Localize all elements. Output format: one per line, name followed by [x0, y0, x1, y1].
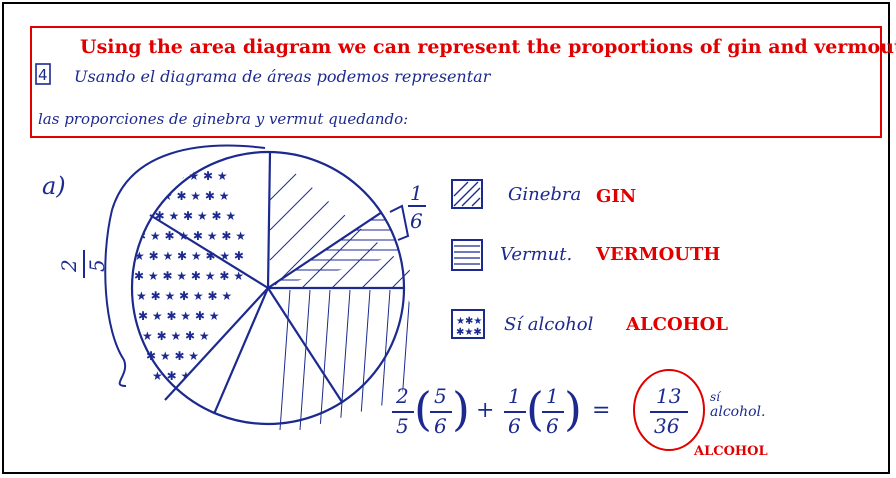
- pie-remaining-hatching: [279, 289, 411, 430]
- bracket-two-fifths: [104, 144, 266, 387]
- problem-number: 4: [38, 66, 48, 84]
- eq-c-denominator: 6: [508, 414, 521, 438]
- bracket-one-sixth: [389, 204, 410, 241]
- eq-a-numerator: 2: [396, 384, 409, 408]
- page-frame: [2, 2, 890, 474]
- legend-alcohol-handwritten: Sí alcohol: [504, 314, 594, 335]
- legend-vermouth-handwritten: Vermut.: [500, 244, 573, 265]
- pie-vermouth-hatching: [268, 219, 400, 281]
- equation: 2 5 ( 5 6 ) + 1 6 ( 1 6 ) = 13 36: [392, 384, 722, 444]
- legend-gin-swatch: [451, 179, 483, 209]
- eq-result-numerator: 13: [656, 384, 682, 408]
- part-label: a): [42, 172, 66, 200]
- fraction-two-fifths: 2 5: [57, 250, 109, 278]
- handwritten-line-1: Usando el diagrama de áreas podemos repr…: [74, 67, 492, 86]
- svg-text:★ ✱ ★ ✱ ★: ★ ✱ ★ ✱ ★: [160, 169, 228, 183]
- svg-text:★ ✱ ★ ✱ ★ ✱ ★: ★ ✱ ★ ✱ ★ ✱ ★: [136, 289, 232, 303]
- fraction-one-sixth: 1 6: [408, 181, 426, 233]
- eq-note-line1: sí: [710, 390, 720, 404]
- legend-gin-handwritten: Ginebra: [508, 184, 582, 205]
- svg-text:★✱★: ★✱★: [456, 316, 482, 327]
- pie-slice-borders: [130, 150, 406, 426]
- svg-text:6: 6: [410, 209, 423, 233]
- area-pie-diagram: ★ ✱ ★ ✱ ★ ✱ ★ ✱ ★ ✱ ★ ★ ✱ ★ ✱ ★ ✱ ★ ✱ ★ …: [104, 144, 411, 430]
- eq-result-denominator: 36: [654, 414, 680, 438]
- eq-d-denominator: 6: [546, 414, 559, 438]
- eq-b-numerator: 5: [434, 384, 447, 408]
- svg-text:2: 2: [57, 259, 81, 273]
- legend-alcohol-swatch: ★✱★ ✱★✱: [451, 309, 485, 339]
- problem-number-box: [35, 63, 51, 85]
- handwritten-line-2: las proporciones de ginebra y vermut que…: [38, 110, 408, 128]
- eq-d-numerator: 1: [546, 384, 559, 408]
- eq-alcohol-label: ALCOHOL: [694, 444, 768, 459]
- eq-b-denominator: 6: [434, 414, 447, 438]
- svg-text:✱ ★ ✱ ★ ✱ ★ ✱ ★: ✱ ★ ✱ ★ ✱ ★ ✱ ★: [134, 269, 244, 283]
- svg-text:5: 5: [85, 259, 109, 272]
- translation-banner: [30, 26, 882, 138]
- svg-text:★ ✱ ★: ★ ✱ ★: [152, 369, 191, 383]
- svg-text:✱ ★ ✱ ★ ✱ ★: ✱ ★ ✱ ★ ✱ ★: [138, 309, 220, 323]
- eq-note-line2: alcohol.: [710, 404, 766, 420]
- eq-a-denominator: 5: [396, 414, 409, 438]
- svg-text:✱ ★ ✱ ★ ✱ ★ ✱ ★: ✱ ★ ✱ ★ ✱ ★ ✱ ★: [136, 229, 246, 243]
- eq-equals: =: [592, 398, 611, 423]
- legend-gin-label: GIN: [596, 186, 637, 207]
- eq-c-numerator: 1: [508, 384, 521, 408]
- legend-alcohol-label: ALCOHOL: [626, 314, 728, 335]
- result-circle: [633, 369, 705, 451]
- legend-vermouth-swatch: [451, 239, 483, 271]
- svg-text:✱ ★ ✱ ★: ✱ ★ ✱ ★: [146, 349, 199, 363]
- svg-text:★ ✱ ★ ✱ ★ ✱ ★ ✱: ★ ✱ ★ ✱ ★ ✱ ★ ✱: [134, 249, 244, 263]
- legend-vermouth-label: VERMOUTH: [596, 244, 721, 265]
- svg-text:1: 1: [410, 181, 423, 205]
- banner-title: Using the area diagram we can represent …: [80, 36, 896, 58]
- pie-alcohol-stars: ★ ✱ ★ ✱ ★ ✱ ★ ✱ ★ ✱ ★ ★ ✱ ★ ✱ ★ ✱ ★ ✱ ★ …: [134, 169, 246, 383]
- svg-text:✱★✱: ✱★✱: [456, 327, 482, 338]
- svg-text:✱ ★ ✱ ★ ✱ ★: ✱ ★ ✱ ★ ✱ ★: [148, 189, 230, 203]
- svg-text:★ ✱ ★ ✱ ★ ✱ ★: ★ ✱ ★ ✱ ★ ✱ ★: [140, 209, 236, 223]
- svg-text:★ ✱ ★ ✱ ★: ★ ✱ ★ ✱ ★: [142, 329, 210, 343]
- eq-plus: +: [476, 398, 495, 423]
